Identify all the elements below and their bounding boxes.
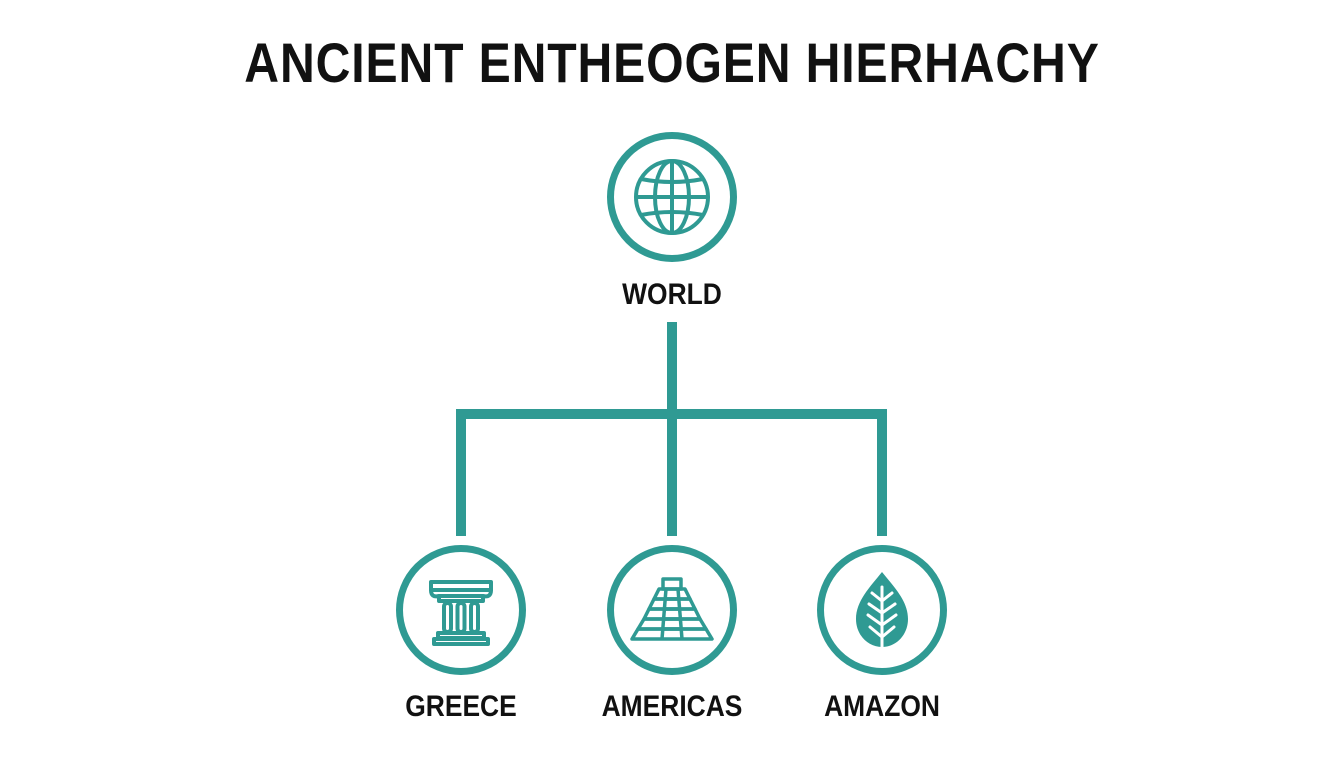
leaf-icon	[856, 572, 908, 651]
node-label-world: WORLD	[622, 278, 722, 311]
node-label-greece: GREECE	[405, 690, 517, 723]
node-label-americas: AMERICAS	[601, 690, 743, 723]
node-americas	[607, 545, 737, 675]
greek-column-icon	[429, 580, 493, 646]
node-world	[607, 132, 737, 262]
step-pyramid-icon	[630, 577, 714, 641]
globe-icon	[634, 159, 710, 235]
diagram-title: ANCIENT ENTHEOGEN HIERHACHY	[244, 31, 1100, 94]
node-label-amazon: AMAZON	[824, 690, 940, 723]
node-amazon	[817, 545, 947, 675]
node-greece	[396, 545, 526, 675]
